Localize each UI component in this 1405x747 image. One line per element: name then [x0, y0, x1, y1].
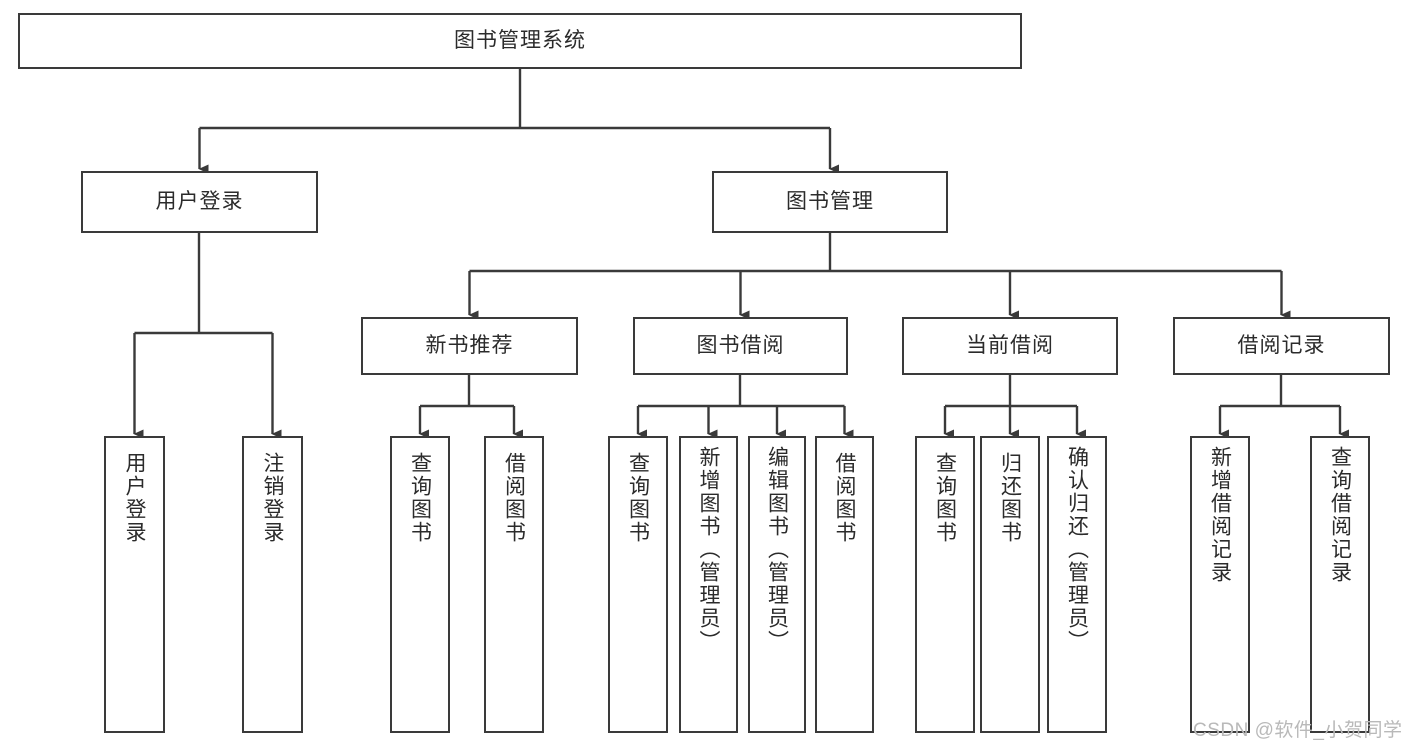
- node-root[interactable]: 图书管理系统: [18, 13, 1022, 69]
- node-book-borrow[interactable]: 图书借阅: [633, 317, 848, 375]
- node-label: 新增借阅记录: [1208, 446, 1232, 584]
- node-leaf-user-logout[interactable]: 注销登录: [242, 436, 303, 733]
- node-label: 借阅图书: [833, 452, 857, 544]
- node-leaf-borrow-book-2[interactable]: 借阅图书: [815, 436, 874, 733]
- node-leaf-query-book-3[interactable]: 查询图书: [915, 436, 975, 733]
- node-label: 编辑图书（管理员）: [765, 446, 789, 653]
- node-label: 新增图书（管理员）: [697, 446, 721, 653]
- node-label: 图书管理: [786, 189, 874, 213]
- node-leaf-add-record[interactable]: 新增借阅记录: [1190, 436, 1250, 733]
- node-label: 图书借阅: [696, 333, 785, 357]
- node-borrow-record[interactable]: 借阅记录: [1173, 317, 1390, 375]
- node-leaf-edit-book[interactable]: 编辑图书（管理员）: [748, 436, 806, 733]
- node-label: 借阅记录: [1237, 333, 1326, 357]
- node-leaf-confirm-return[interactable]: 确认归还（管理员）: [1047, 436, 1107, 733]
- node-book-manage[interactable]: 图书管理: [712, 171, 948, 233]
- node-label: 确认归还（管理员）: [1065, 446, 1089, 653]
- node-label: 用户登录: [123, 452, 147, 544]
- node-leaf-borrow-book-1[interactable]: 借阅图书: [484, 436, 544, 733]
- node-leaf-query-book-1[interactable]: 查询图书: [390, 436, 450, 733]
- node-leaf-add-book[interactable]: 新增图书（管理员）: [679, 436, 738, 733]
- node-label: 归还图书: [998, 452, 1022, 544]
- node-label: 注销登录: [261, 452, 285, 544]
- node-leaf-user-login[interactable]: 用户登录: [104, 436, 165, 733]
- node-leaf-query-record[interactable]: 查询借阅记录: [1310, 436, 1370, 733]
- node-leaf-query-book-2[interactable]: 查询图书: [608, 436, 668, 733]
- node-label: 借阅图书: [502, 452, 526, 544]
- node-label: 用户登录: [155, 189, 244, 213]
- node-new-book-rec[interactable]: 新书推荐: [361, 317, 578, 375]
- node-user-login[interactable]: 用户登录: [81, 171, 318, 233]
- node-label: 查询借阅记录: [1328, 446, 1352, 584]
- node-label: 查询图书: [626, 452, 650, 544]
- node-leaf-return-book[interactable]: 归还图书: [980, 436, 1040, 733]
- node-label: 当前借阅: [966, 333, 1054, 357]
- node-label: 新书推荐: [425, 333, 514, 357]
- node-label: 图书管理系统: [454, 28, 586, 52]
- node-current-borrow[interactable]: 当前借阅: [902, 317, 1118, 375]
- node-label: 查询图书: [933, 452, 957, 544]
- node-label: 查询图书: [408, 452, 432, 544]
